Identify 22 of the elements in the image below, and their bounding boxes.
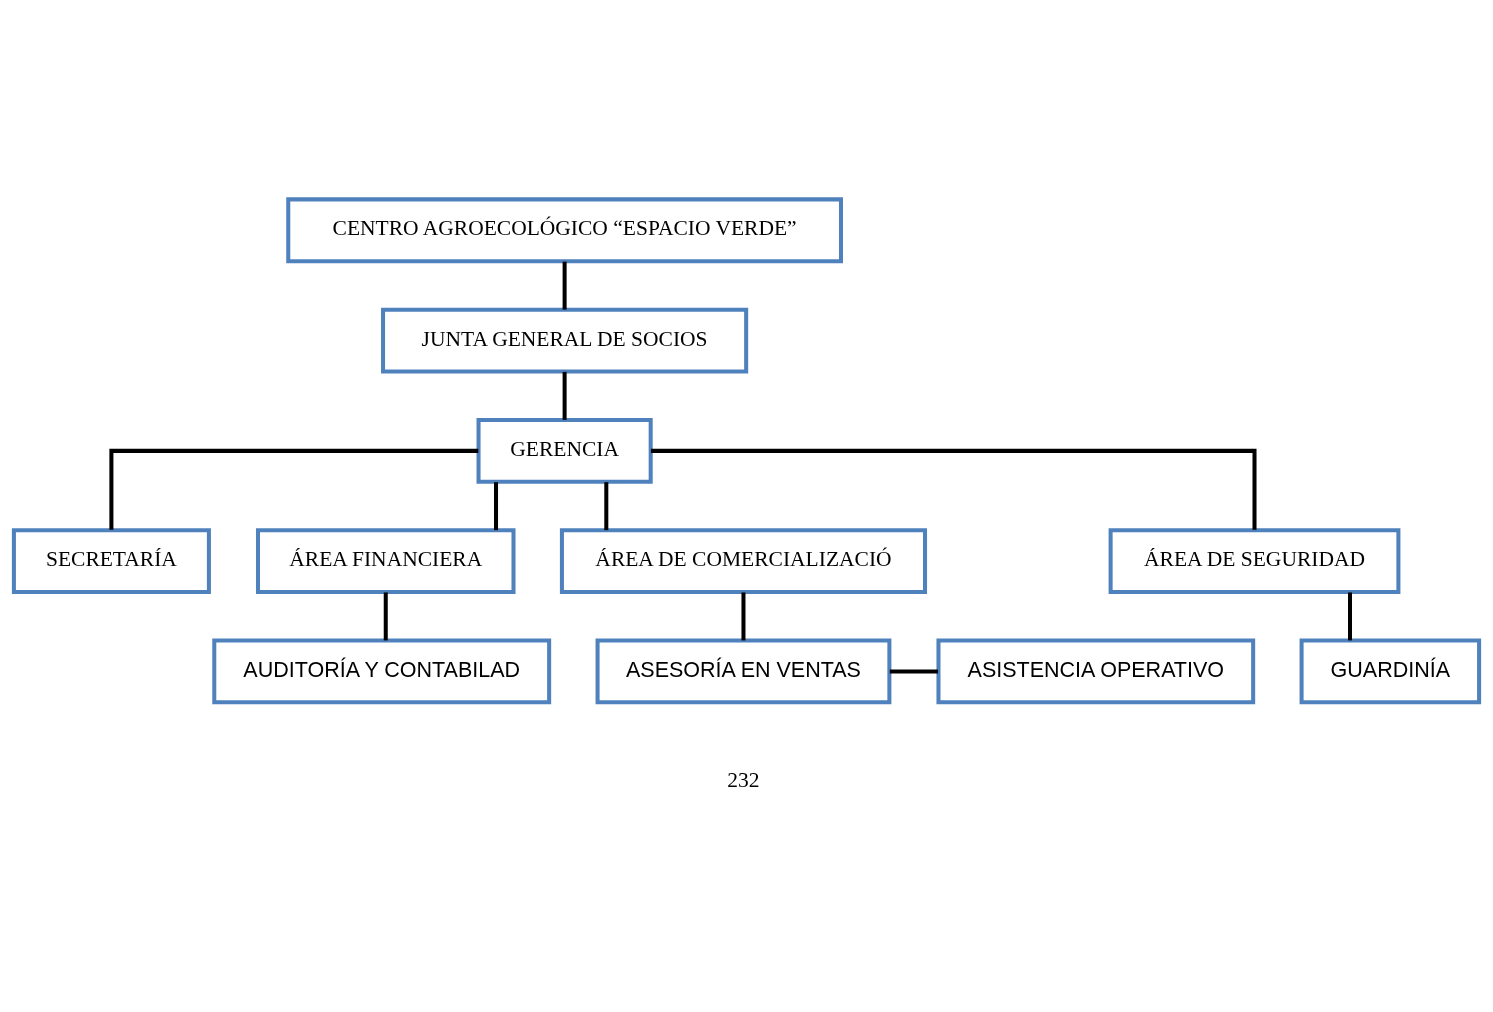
connector — [562, 261, 567, 310]
node-box: GUARDINÍA — [1299, 638, 1482, 705]
node-box: AUDITORÍA Y CONTABILAD — [212, 638, 552, 705]
node-box: ÁREA DE COMERCIALIZACIÓ — [559, 528, 928, 595]
connector — [604, 482, 609, 531]
node-box: GERENCIA — [476, 417, 653, 484]
connector — [562, 371, 567, 420]
connector — [494, 482, 499, 531]
node-box: ASESORÍA EN VENTAS — [595, 638, 892, 705]
label: 232 — [727, 767, 760, 792]
connector — [889, 669, 938, 674]
connector — [650, 448, 1257, 530]
node-box: JUNTA GENERAL DE SOCIOS — [381, 307, 749, 374]
connector — [741, 592, 746, 641]
node-box: ÁREA FINANCIERA — [255, 528, 516, 595]
node-box: SECRETARÍA — [11, 528, 211, 595]
connector — [383, 592, 388, 641]
node-box: ASISTENCIA OPERATIVO — [936, 638, 1256, 705]
node-box: CENTRO AGROECOLÓGICO “ESPACIO VERDE” — [286, 197, 843, 264]
connector — [1347, 592, 1352, 641]
connector — [109, 448, 479, 530]
node-box: ÁREA DE SEGURIDAD — [1108, 528, 1401, 595]
